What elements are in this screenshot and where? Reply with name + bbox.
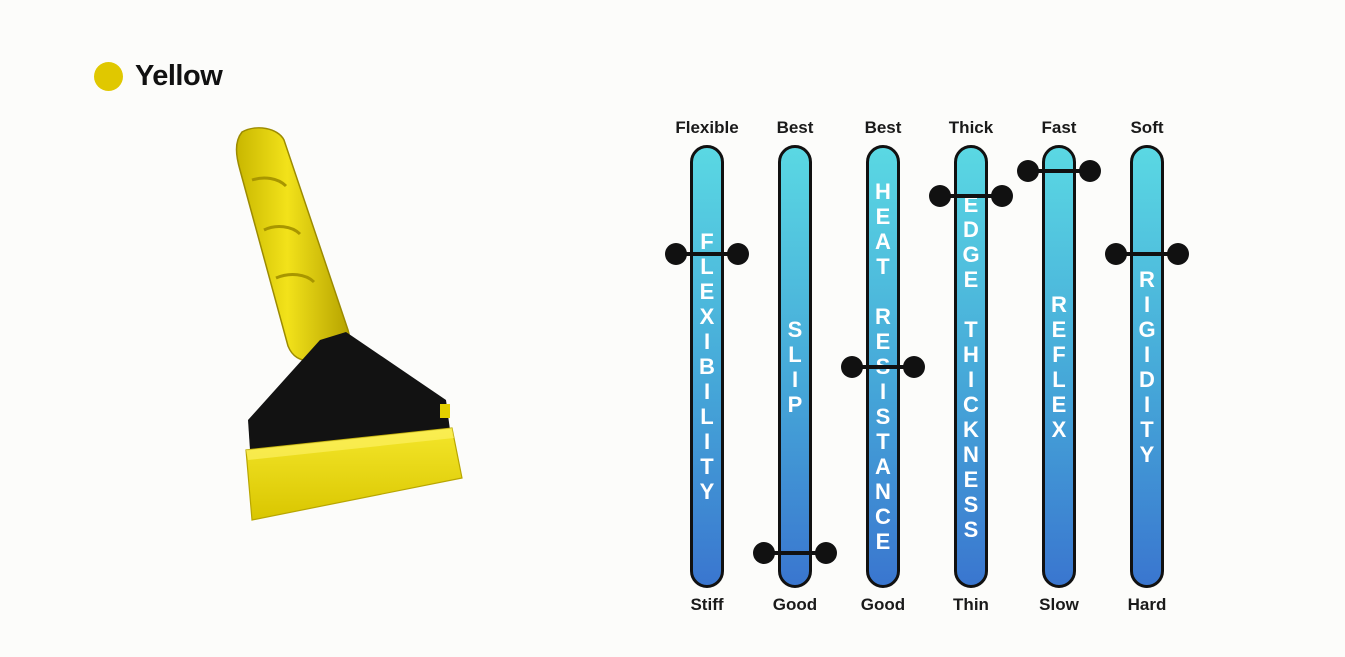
scale-edge-thickness-marker: [929, 185, 1013, 208]
scale-flexibility-marker: [665, 243, 749, 266]
color-title: Yellow: [135, 59, 223, 92]
scale-flexibility-top-label: Flexible: [675, 118, 739, 137]
scale-heat-resistance-bottom-label: Good: [860, 595, 906, 614]
color-dot-icon: [94, 61, 123, 91]
scale-reflex-marker: [1017, 160, 1101, 183]
scale-reflex-top-label: Fast: [1041, 118, 1077, 137]
scale-slip-bottom-label: Good: [772, 595, 818, 614]
scale-edge-thickness-bottom-label: Thin: [953, 595, 989, 614]
scale-rigidity-marker: [1105, 243, 1189, 266]
title-row: Yellow: [94, 58, 223, 94]
scale-slip-top-label: Best: [776, 118, 814, 137]
scale-slip-marker: [753, 542, 837, 565]
scale-heat-resistance-marker: [841, 355, 925, 378]
scale-heat-resistance-top-label: Best: [864, 118, 902, 137]
scale-flexibility-bottom-label: Stiff: [690, 595, 724, 614]
scale-edge-thickness-top-label: Thick: [948, 118, 994, 137]
scale-rigidity-top-label: Soft: [1130, 118, 1164, 137]
scale-rigidity-bottom-label: Hard: [1127, 595, 1167, 614]
squeegee-tool-image: [235, 127, 463, 521]
scale-reflex-bottom-label: Slow: [1039, 595, 1079, 614]
